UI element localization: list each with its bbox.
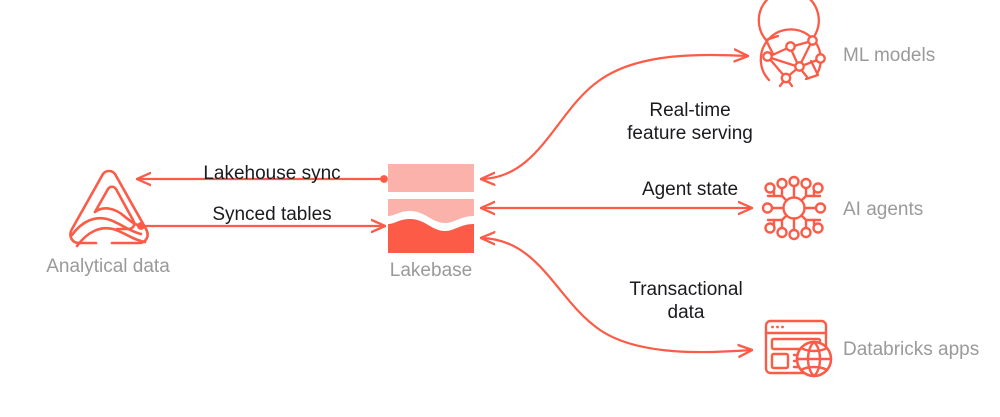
- node-label-ai-agents: AI agents: [843, 199, 924, 220]
- node-label-lakebase: Lakebase: [389, 260, 473, 281]
- connector-lakehouse-sync: [137, 175, 388, 183]
- node-label-databricks-apps: Databricks apps: [843, 339, 980, 360]
- circuit-chip-nodes-icon: [761, 175, 827, 241]
- connector-label-transactional-data-line2: data: [667, 302, 705, 323]
- connector-real-time-feature-serving: [481, 55, 748, 179]
- connector-label-lakehouse-sync: Lakehouse sync: [203, 163, 341, 184]
- connector-synced-tables: [137, 222, 385, 230]
- connector-label-real-time-feature-serving-line1: Real-time: [649, 100, 731, 121]
- network-graph-circular-arrows-icon: [757, 0, 826, 88]
- connector-label-agent-state: Agent state: [641, 179, 739, 200]
- node-label-ml-models: ML models: [843, 45, 936, 66]
- connector-label-real-time-feature-serving-line2: feature serving: [627, 123, 753, 144]
- browser-window-globe-icon: [764, 319, 833, 378]
- connector-transactional-data: [481, 238, 752, 352]
- node-label-analytical-data: Analytical data: [46, 256, 170, 277]
- databricks-logo-icon: [69, 169, 149, 248]
- connector-label-transactional-data-line1: Transactional: [629, 279, 743, 300]
- lakebase-layers-icon: [388, 164, 474, 253]
- connector-label-synced-tables: Synced tables: [212, 204, 332, 225]
